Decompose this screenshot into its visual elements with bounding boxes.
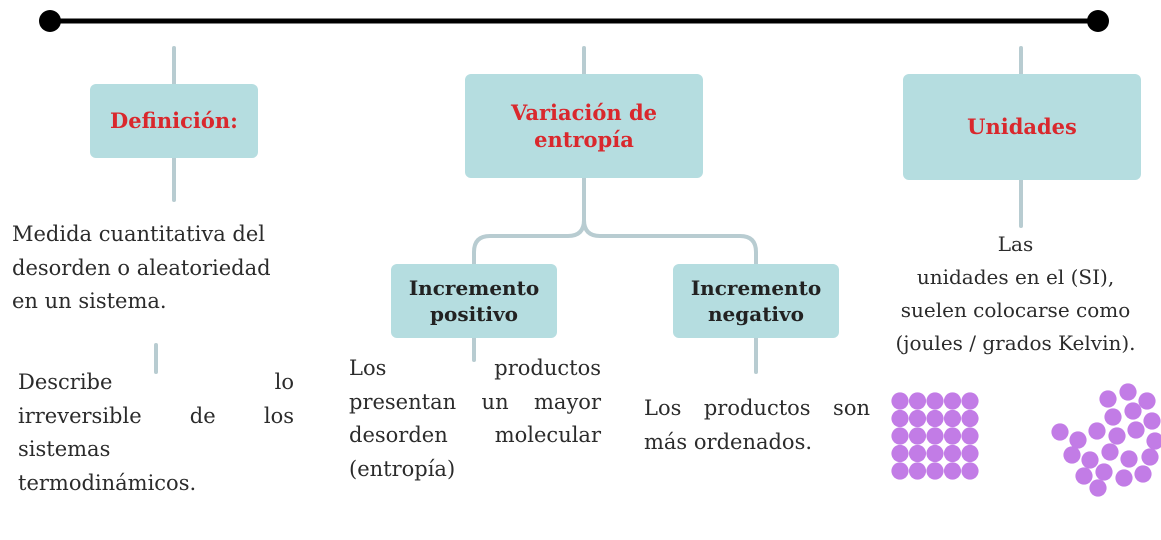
particle [1143, 412, 1161, 430]
definicion-title: Definición: [110, 108, 238, 134]
particle [1124, 402, 1142, 420]
positivo-line: desorden molecular [349, 423, 601, 448]
variacion-box: Variación de entropía [465, 74, 703, 178]
particle [891, 444, 909, 463]
particle [926, 444, 944, 463]
connector-var-branch [472, 176, 758, 268]
particle [1134, 465, 1152, 483]
describe-description: Describe lo irreversible de los sistemas… [18, 366, 294, 500]
particle [1089, 479, 1107, 497]
particle [943, 427, 962, 445]
particle [943, 409, 962, 428]
particle [1115, 469, 1133, 487]
negativo-line: Los productos son [644, 396, 870, 420]
describe-line: irreversible de los [18, 403, 294, 428]
particle [1104, 408, 1122, 426]
particle [961, 462, 979, 480]
particle [908, 392, 927, 410]
variacion-title-line1: Variación de [510, 99, 657, 125]
particle [1075, 467, 1093, 485]
definicion-box: Definición: [90, 84, 258, 158]
definicion-line: desorden o aleatoriedad [12, 255, 271, 280]
unidades-line: unidades en el (SI), [916, 265, 1115, 289]
positivo-description: Los productos presentan un mayor desorde… [349, 352, 601, 486]
unidades-title: Unidades [967, 114, 1077, 140]
particle [908, 427, 927, 445]
ordered-particles-icon [891, 392, 979, 480]
particle [961, 427, 979, 445]
positivo-line: (entropía) [349, 456, 456, 481]
positivo-line: Los productos [349, 356, 601, 380]
particle [1063, 446, 1081, 464]
particle [1081, 451, 1099, 469]
unidades-box: Unidades [903, 74, 1141, 180]
particle [926, 392, 944, 410]
particle [1119, 383, 1137, 401]
particle [908, 409, 927, 428]
inc-neg-line2: negativo [707, 302, 804, 326]
particle [1127, 421, 1145, 439]
particle [961, 444, 979, 463]
particle [891, 409, 909, 428]
definicion-line: en un sistema. [12, 289, 167, 314]
unidades-line: suelen colocarse como [900, 298, 1131, 322]
timeline-end-dot [1087, 10, 1109, 32]
particle [926, 462, 944, 480]
particle [1120, 450, 1138, 468]
unidades-line: (joules / grados Kelvin). [895, 331, 1136, 355]
unidades-line: Las [997, 232, 1034, 256]
particle [1138, 392, 1156, 410]
unidades-description: Las unidades en el (SI), suelen colocars… [870, 228, 1161, 360]
particle [1146, 432, 1161, 450]
definicion-line: Medida cuantitativa del [12, 222, 265, 246]
particle [1141, 448, 1159, 466]
particle [1088, 422, 1106, 440]
particle [908, 444, 927, 463]
particle [1069, 431, 1087, 449]
describe-line: Describe lo [18, 370, 294, 394]
incremento-negativo-box: Incremento negativo [673, 264, 839, 338]
particle [891, 427, 909, 445]
incremento-positivo-box: Incremento positivo [391, 264, 557, 338]
particle [891, 392, 909, 410]
particle [943, 392, 962, 410]
timeline-start-dot [39, 10, 61, 32]
negativo-line: más ordenados. [644, 429, 813, 454]
describe-line: termodinámicos. [18, 470, 197, 495]
describe-line: sistemas [18, 437, 111, 462]
particle [1051, 423, 1069, 441]
particle [926, 427, 944, 445]
particle [961, 409, 979, 428]
particle [943, 444, 962, 463]
particle [891, 462, 909, 480]
particle [1099, 390, 1117, 408]
variacion-title-line2: entropía [534, 127, 634, 152]
particle [1101, 443, 1119, 461]
particle [943, 462, 962, 480]
particle [908, 462, 927, 480]
inc-pos-line2: positivo [430, 302, 518, 326]
disordered-particles-icon [1051, 383, 1161, 497]
particle [1095, 463, 1113, 481]
positivo-line: presentan un mayor [349, 389, 601, 414]
definicion-description: Medida cuantitativa del desorden o aleat… [12, 218, 312, 319]
particle [961, 392, 979, 410]
particle [926, 409, 944, 428]
inc-neg-line1: Incremento [690, 276, 822, 300]
particle [1108, 427, 1126, 445]
inc-pos-line1: Incremento [408, 276, 540, 300]
negativo-description: Los productos son más ordenados. [644, 392, 870, 459]
